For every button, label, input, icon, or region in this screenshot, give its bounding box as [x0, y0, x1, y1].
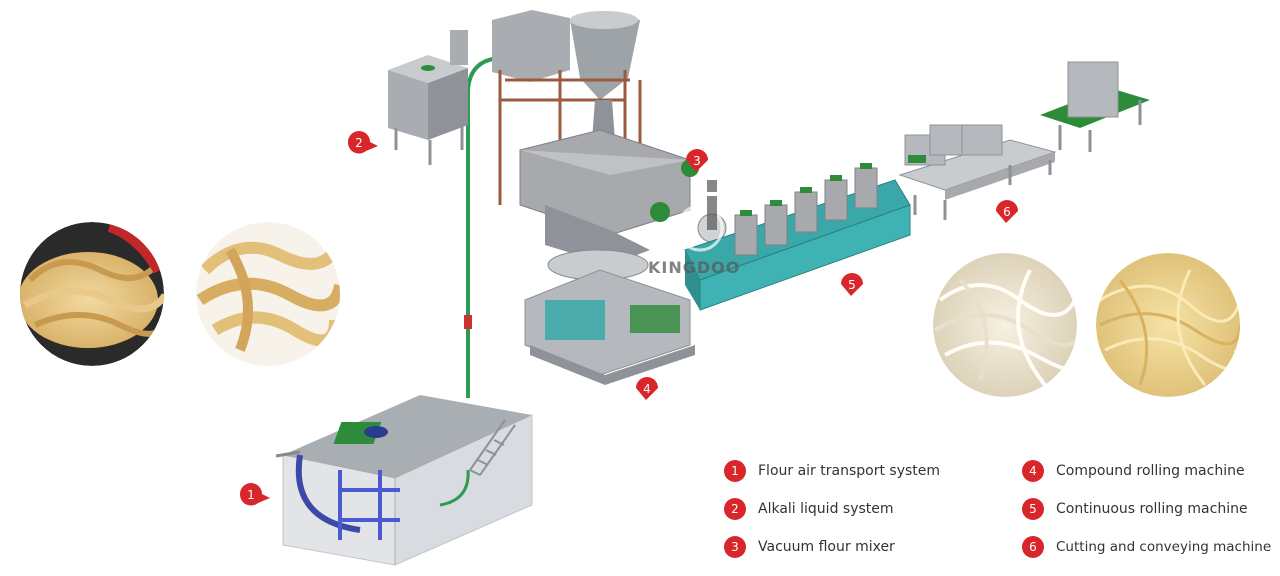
- legend-item-1: 1 Flour air transport system: [724, 458, 940, 484]
- svg-text:3: 3: [693, 154, 701, 168]
- legend-badge-2: 2: [724, 498, 746, 520]
- flour-tank: [275, 395, 533, 566]
- tank-pipe: [439, 469, 470, 507]
- noodle-photo-3: [933, 253, 1077, 397]
- pipe-valve: [464, 315, 472, 329]
- callout-1: 1: [239, 483, 270, 506]
- legend-label-1: Flour air transport system: [758, 463, 941, 479]
- noodle-photo-4: [1096, 253, 1240, 397]
- noodle-photo-1: [20, 222, 164, 366]
- legend-item-5: 5 Continuous rolling machine: [1022, 496, 1248, 522]
- legend-item-4: 4 Compound rolling machine: [1022, 458, 1245, 484]
- legend-badge-3: 3: [724, 536, 746, 558]
- svg-text:4: 4: [643, 382, 651, 396]
- svg-text:1: 1: [247, 488, 255, 502]
- vacuum-mixer: [519, 129, 727, 265]
- callout-4: 4: [636, 377, 658, 400]
- cutting-conveying-machine: [898, 61, 1150, 220]
- continuous-rolling-machine: [684, 163, 911, 311]
- legend-label-2: Alkali liquid system: [758, 501, 894, 517]
- legend-item-6: 6 Cutting and conveying machine: [1022, 534, 1271, 560]
- svg-text:5: 5: [848, 278, 856, 292]
- noodle-photo-2: [196, 222, 340, 366]
- legend-label-4: Compound rolling machine: [1056, 463, 1245, 479]
- alkali-tank: [388, 30, 468, 165]
- legend-badge-4: 4: [1022, 460, 1044, 482]
- compound-rolling-machine: [524, 249, 695, 385]
- legend-item-2: 2 Alkali liquid system: [724, 496, 894, 522]
- legend-label-5: Continuous rolling machine: [1056, 501, 1248, 517]
- legend-item-3: 3 Vacuum flour mixer: [724, 534, 895, 560]
- svg-text:6: 6: [1003, 205, 1011, 219]
- kingdoo-logo-mark: [676, 180, 724, 252]
- flour-hopper: [492, 10, 642, 205]
- callout-5: 5: [841, 273, 863, 296]
- legend-badge-1: 1: [724, 460, 746, 482]
- kingdoo-watermark: KINGDOO: [648, 258, 741, 277]
- callout-6: 6: [996, 200, 1018, 223]
- legend-label-3: Vacuum flour mixer: [758, 539, 895, 555]
- legend-label-6: Cutting and conveying machine: [1056, 539, 1272, 555]
- callout-2: 2: [347, 131, 378, 154]
- svg-text:2: 2: [355, 136, 363, 150]
- legend-badge-5: 5: [1022, 498, 1044, 520]
- legend-badge-6: 6: [1022, 536, 1044, 558]
- callout-3: 3: [686, 149, 708, 172]
